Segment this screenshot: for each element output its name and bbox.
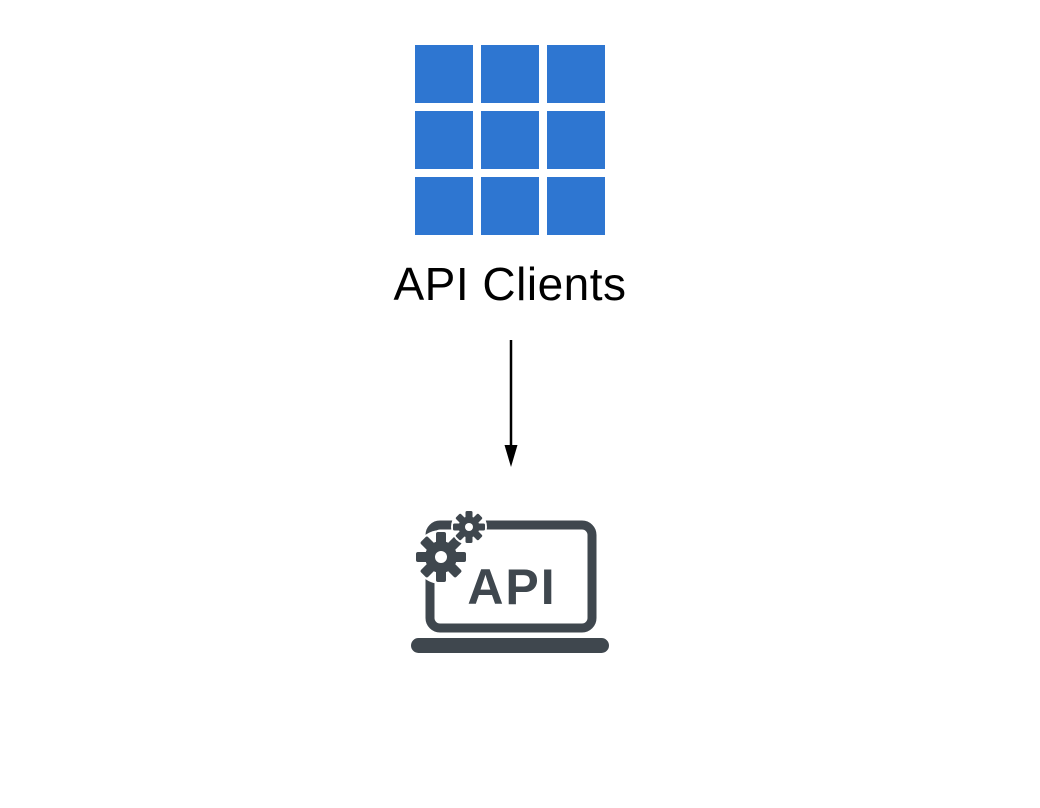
grid-cell xyxy=(481,45,539,103)
laptop-base xyxy=(411,638,609,653)
grid-cell xyxy=(481,177,539,235)
grid-cell xyxy=(547,45,605,103)
api-server-label: API xyxy=(467,559,556,615)
grid-cell xyxy=(415,177,473,235)
grid-cell xyxy=(415,45,473,103)
gear-small-icon xyxy=(451,509,487,545)
arrow-down-icon xyxy=(504,340,518,467)
gear-large-icon xyxy=(414,530,468,584)
laptop-gears-icon: API xyxy=(411,509,609,653)
grid-cell xyxy=(547,177,605,235)
grid-cell xyxy=(547,111,605,169)
grid-cell xyxy=(415,111,473,169)
grid-cell xyxy=(481,111,539,169)
node-api-server: API xyxy=(405,503,615,663)
grid-3x3-icon xyxy=(415,45,605,235)
api-clients-label: API Clients xyxy=(393,258,627,310)
arrow-down-connector xyxy=(490,337,532,469)
